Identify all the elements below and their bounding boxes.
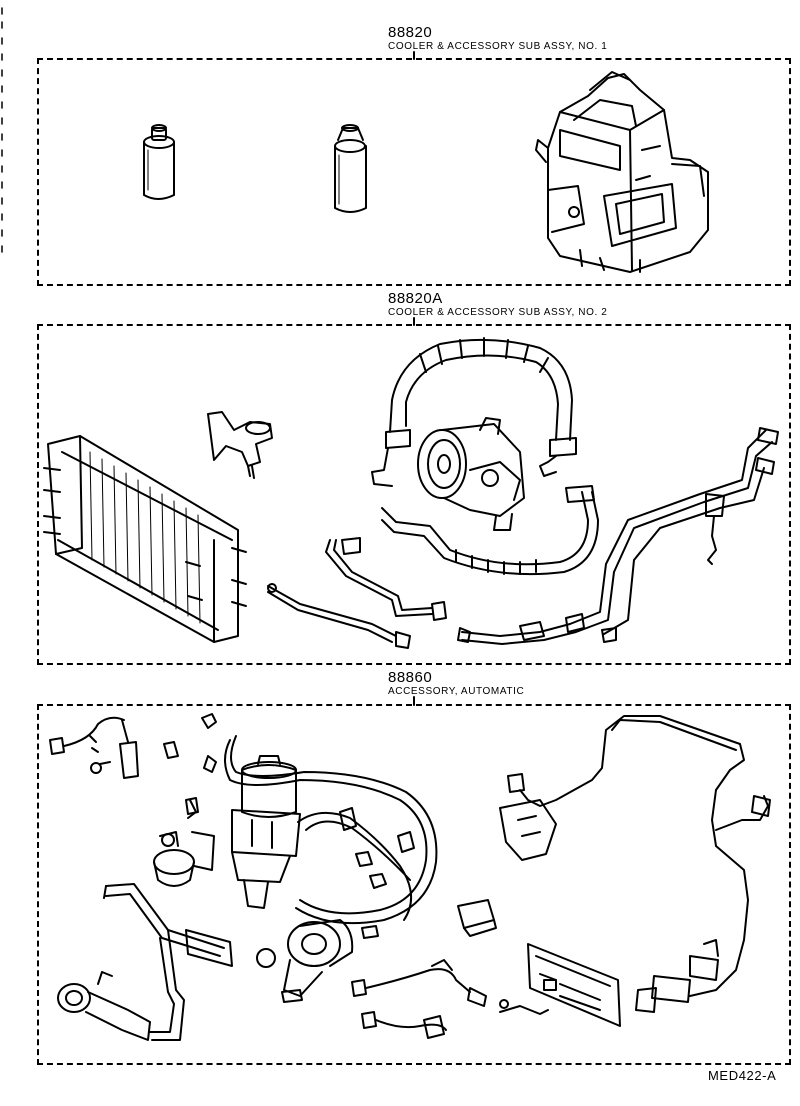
pipe-fitting [57, 971, 151, 1041]
liquid-hose [381, 485, 599, 576]
main-wire-harness [499, 715, 771, 1013]
receiver-dryer-1 [143, 124, 175, 200]
heater-pipe [103, 883, 233, 1041]
clips [185, 713, 387, 939]
control-panel [527, 943, 621, 1027]
vacuum-hoses [224, 735, 438, 925]
servo-motor [256, 919, 354, 1003]
section-1-code: 88820 [388, 24, 433, 41]
wiring-harness [351, 959, 549, 1039]
refrigerant-pipe-1 [325, 537, 447, 621]
vacuum-switching-valve [231, 755, 301, 909]
section-1-title: COOLER & ACCESSORY SUB ASSY, NO. 1 [388, 41, 608, 52]
section-3-code: 88860 [388, 669, 433, 686]
section-2-code: 88820A [388, 290, 443, 307]
relay [457, 899, 497, 937]
section-2-title: COOLER & ACCESSORY SUB ASSY, NO. 2 [388, 307, 608, 318]
evaporator-unit [535, 71, 709, 273]
section-3-title: ACCESSORY, AUTOMATIC [388, 686, 525, 697]
piping-assembly [457, 427, 779, 645]
compressor [417, 417, 525, 531]
mounting-bracket [207, 411, 273, 479]
refrigerant-pipe-2 [267, 583, 411, 649]
condenser [43, 435, 247, 643]
sensor-harness [49, 716, 179, 779]
receiver-dryer-2 [334, 124, 367, 213]
vacuum-actuator [153, 799, 215, 887]
suction-hose [371, 337, 577, 487]
figure-reference: MED422-A [708, 1068, 777, 1083]
